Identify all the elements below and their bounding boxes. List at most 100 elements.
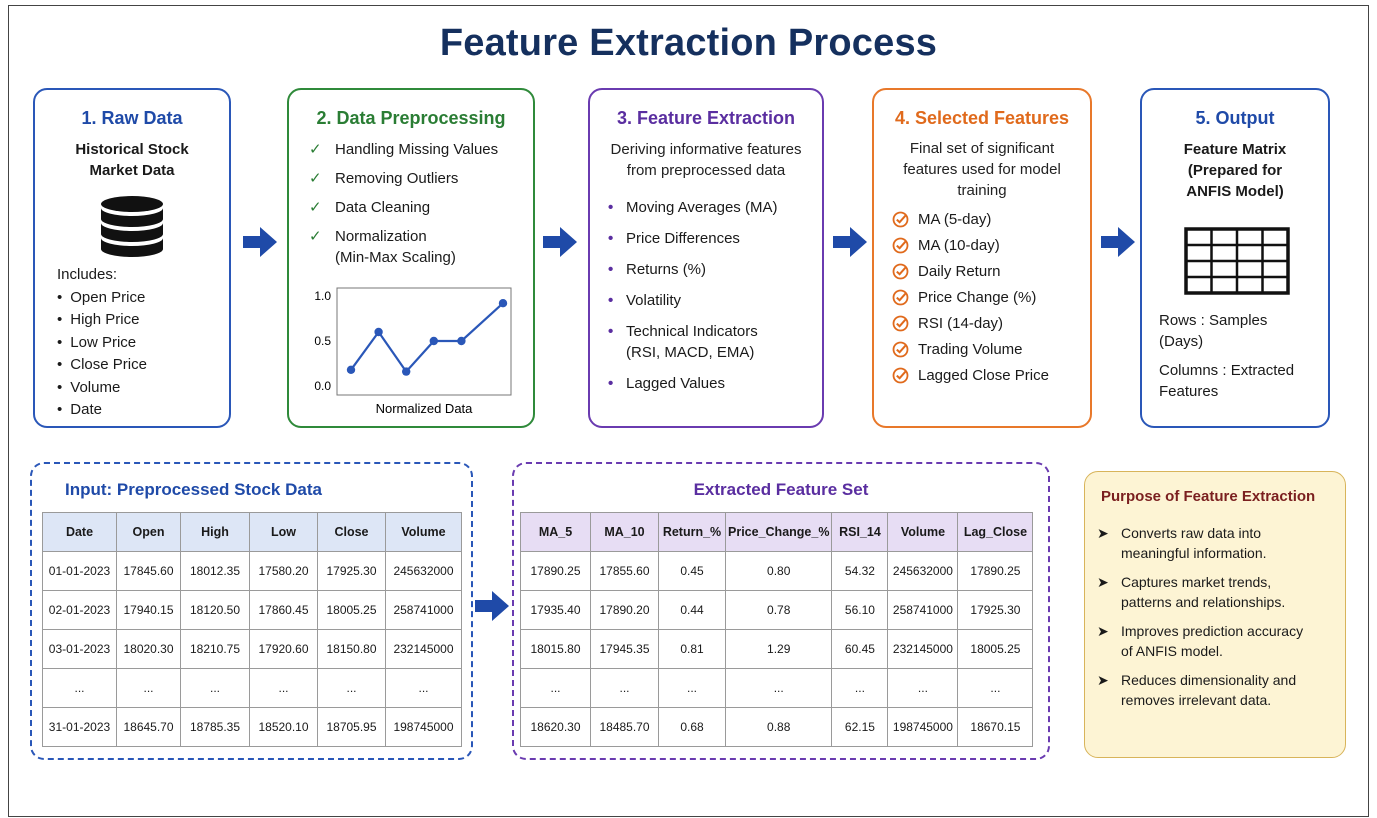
table-cell: 56.10 bbox=[831, 590, 889, 630]
includes-label: Includes: bbox=[57, 266, 118, 283]
table-cell: ... bbox=[520, 668, 591, 708]
table-cell: 18015.80 bbox=[520, 629, 591, 669]
table-cell: 18670.15 bbox=[957, 707, 1034, 747]
check-circle-icon bbox=[892, 237, 909, 254]
list-item: Open Price bbox=[57, 287, 147, 310]
table-cell: 62.15 bbox=[831, 707, 889, 747]
list-item: Low Price bbox=[57, 332, 147, 355]
output-subtitle-line: (Prepared for bbox=[1187, 162, 1283, 179]
list-item: •Volatility bbox=[608, 290, 822, 311]
list-item: ✓Data Cleaning bbox=[309, 197, 533, 218]
raw-data-includes: Includes: Open Price High Price Low Pric… bbox=[57, 264, 147, 422]
table-cell: 18005.25 bbox=[957, 629, 1034, 669]
data-point bbox=[402, 367, 411, 376]
table-cell: 17890.20 bbox=[590, 590, 659, 630]
table-cell: 258741000 bbox=[385, 590, 462, 630]
table-cell: 18520.10 bbox=[249, 707, 318, 747]
purpose-panel: Purpose of Feature Extraction ➤Converts … bbox=[1084, 471, 1346, 758]
feature-extraction-list: • Moving Averages (MA) •Price Differences… bbox=[608, 197, 822, 394]
table-cell: ... bbox=[249, 668, 318, 708]
table-row: ..................... bbox=[520, 668, 1034, 708]
y-tick-label: 1.0 bbox=[314, 289, 331, 303]
table-cell: ... bbox=[658, 668, 726, 708]
list-item: ✓Normalization(Min-Max Scaling) bbox=[309, 226, 533, 268]
arrowhead-icon: ➤ bbox=[1097, 623, 1109, 639]
table-cell: 17890.25 bbox=[957, 551, 1034, 591]
preprocessing-list: ✓Handling Missing Values ✓Removing Outli… bbox=[309, 139, 533, 268]
list-item: •Technical Indicators(RSI, MACD, EMA) bbox=[608, 321, 822, 363]
list-item: ➤Captures market trends,patterns and rel… bbox=[1097, 572, 1345, 612]
table-cell: 17860.45 bbox=[249, 590, 318, 630]
table-cell: 60.45 bbox=[831, 629, 889, 669]
check-circle-icon bbox=[892, 367, 909, 384]
table-cell: 1.29 bbox=[724, 629, 833, 669]
table-cell: 0.80 bbox=[724, 551, 833, 591]
list-item-label: Trading Volume bbox=[918, 341, 1023, 358]
list-item-note: (Min-Max Scaling) bbox=[335, 249, 456, 266]
check-icon: ✓ bbox=[309, 141, 322, 158]
list-item-note: (RSI, MACD, EMA) bbox=[626, 344, 755, 361]
page-frame bbox=[8, 5, 1369, 817]
list-item: RSI (14-day) bbox=[892, 313, 1090, 334]
desc-line: features used for model bbox=[903, 161, 1061, 178]
table-header-cell: Low bbox=[249, 512, 318, 552]
table-cell: 198745000 bbox=[385, 707, 462, 747]
list-item: •Price Differences bbox=[608, 228, 822, 249]
bullet-icon: • bbox=[608, 323, 614, 340]
list-item-label: MA (5-day) bbox=[918, 211, 992, 228]
list-item: •Lagged Values bbox=[608, 373, 822, 394]
list-item-label: Daily Return bbox=[918, 263, 1001, 280]
desc-line: training bbox=[957, 182, 1007, 199]
table-cell: 02-01-2023 bbox=[42, 590, 117, 630]
list-item-label: Lagged Values bbox=[626, 375, 725, 392]
table-cell: 17920.60 bbox=[249, 629, 318, 669]
list-item-label: removes irrelevant data. bbox=[1121, 692, 1272, 708]
table-header-cell: Close bbox=[317, 512, 386, 552]
feature-extraction-heading: 3. Feature Extraction bbox=[616, 108, 796, 128]
y-tick-label: 0.0 bbox=[314, 379, 331, 393]
table-cell: 18020.30 bbox=[116, 629, 181, 669]
bullet-icon: • bbox=[608, 199, 614, 216]
arrowhead-icon: ➤ bbox=[1097, 574, 1109, 590]
arrow-right-icon bbox=[543, 227, 577, 257]
table-cell: 18210.75 bbox=[180, 629, 250, 669]
list-item: MA (5-day) bbox=[892, 209, 1090, 230]
check-icon: ✓ bbox=[309, 199, 322, 216]
bullet-icon: • bbox=[608, 261, 614, 278]
table-cell: 0.44 bbox=[658, 590, 726, 630]
list-item: ✓Removing Outliers bbox=[309, 168, 533, 189]
table-cell: 54.32 bbox=[831, 551, 889, 591]
table-header-cell: High bbox=[180, 512, 250, 552]
desc-line: Deriving informative features bbox=[610, 141, 802, 158]
table-cell: ... bbox=[385, 668, 462, 708]
check-circle-icon bbox=[892, 211, 909, 228]
table-header-cell: Volume bbox=[385, 512, 462, 552]
data-point bbox=[429, 336, 438, 346]
table-cell: ... bbox=[180, 668, 250, 708]
desc-line: Final set of significant bbox=[909, 140, 1055, 157]
list-item-label: Lagged Close Price bbox=[918, 367, 1049, 384]
list-item: Price Change (%) bbox=[892, 287, 1090, 308]
table-cell: 0.68 bbox=[658, 707, 726, 747]
list-item-label: of ANFIS model. bbox=[1121, 643, 1223, 659]
table-header-cell: Lag_Close bbox=[957, 512, 1034, 552]
table-header-cell: Return_% bbox=[658, 512, 726, 552]
list-item-label: Removing Outliers bbox=[335, 170, 459, 187]
list-item: Volume bbox=[57, 377, 147, 400]
list-item: Date bbox=[57, 399, 147, 422]
output-subtitle-line: Feature Matrix bbox=[1183, 141, 1287, 158]
table-cell: 17935.40 bbox=[520, 590, 591, 630]
table-cell: 17940.15 bbox=[116, 590, 181, 630]
list-item-label: Handling Missing Values bbox=[335, 141, 499, 158]
table-header-cell: Price_Change_% bbox=[724, 512, 833, 552]
table-cell: 0.88 bbox=[724, 707, 833, 747]
table-row: .................. bbox=[42, 668, 462, 708]
list-item-label: Moving Averages (MA) bbox=[626, 199, 778, 216]
selected-features-desc: Final set of significant features used f… bbox=[874, 138, 1090, 201]
